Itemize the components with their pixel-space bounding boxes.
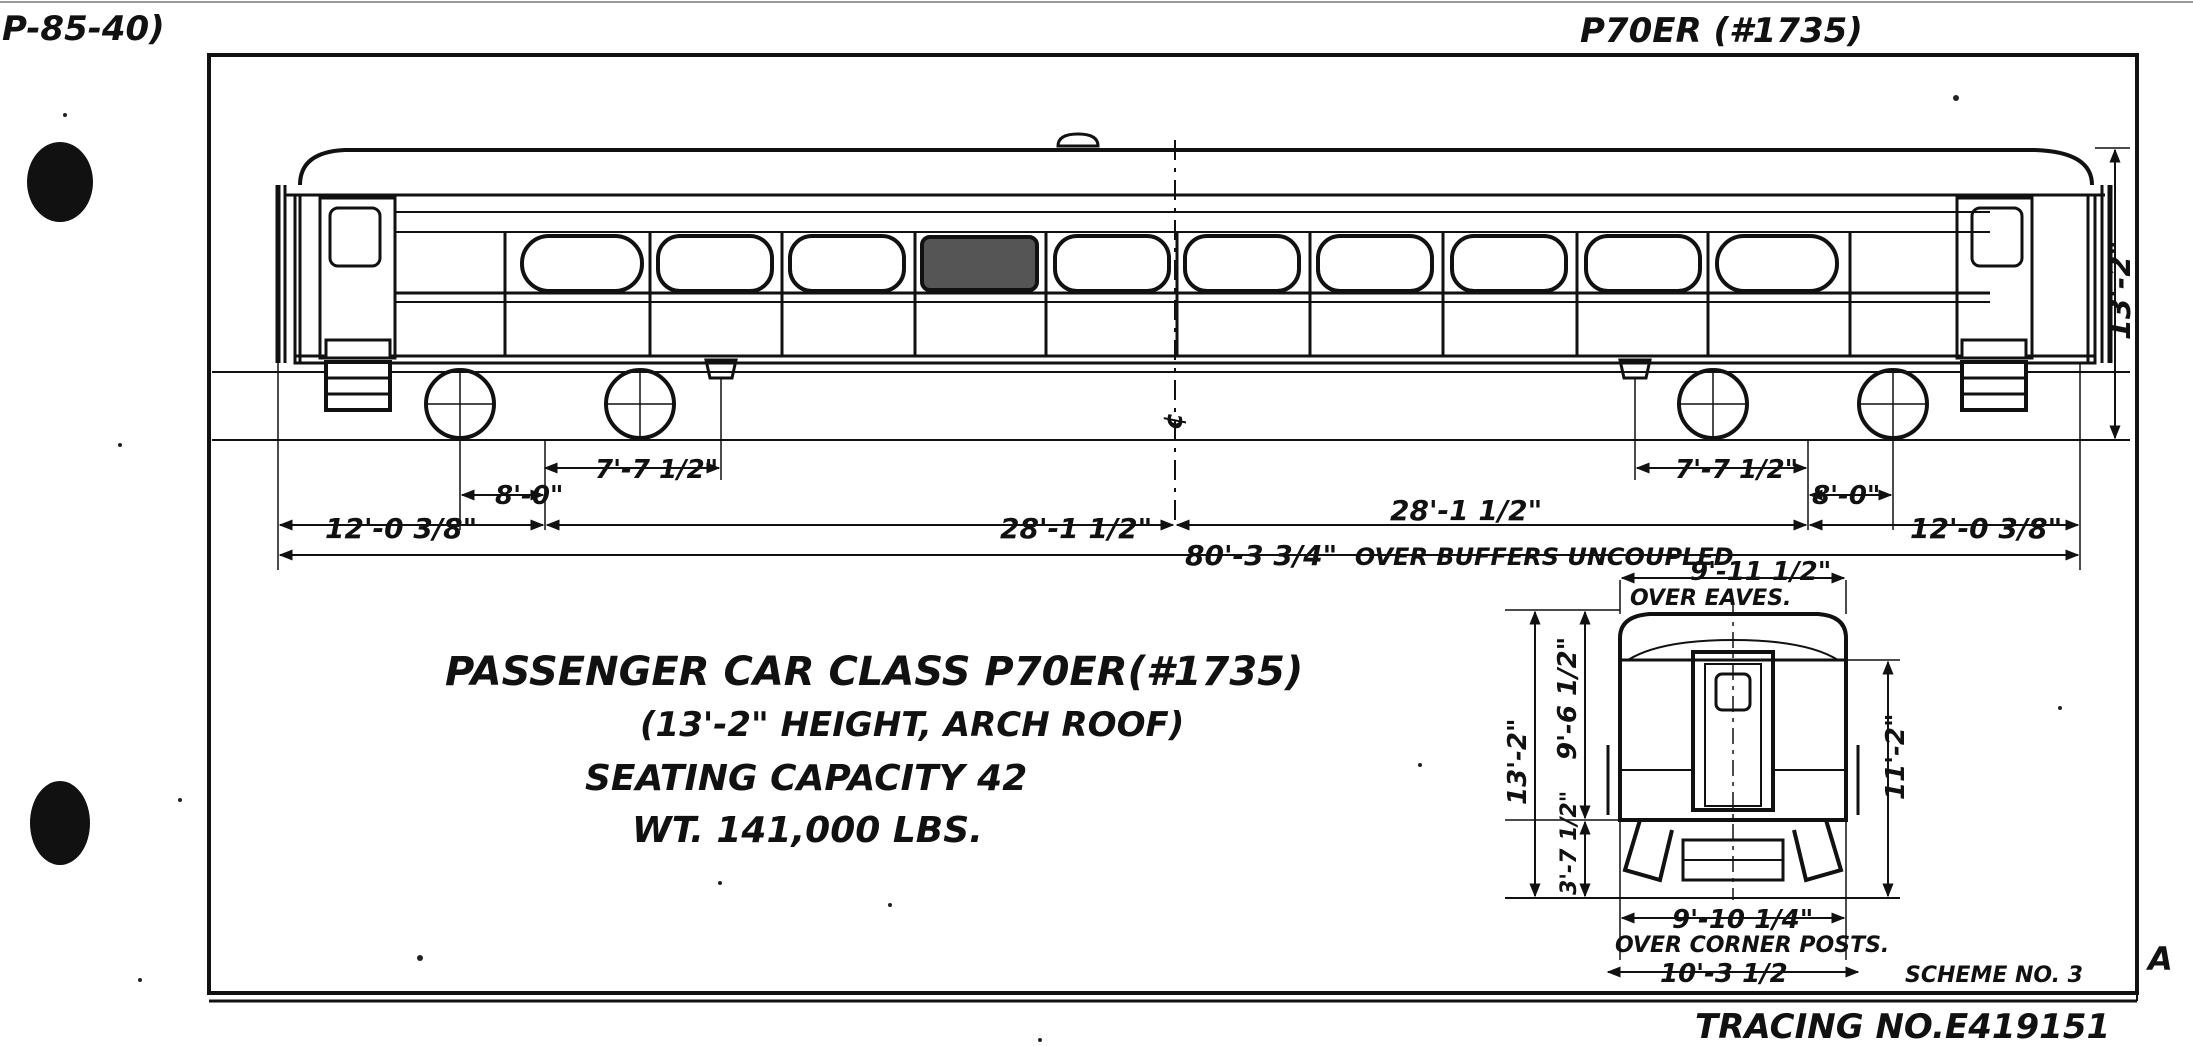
overhang-dim-right: 12'-0 3/8" [1910,512,2062,545]
wheelbase-dim-left: 8'-0" [495,481,563,511]
center-dim-right: 28'-1 1/2" [1390,494,1542,527]
corner-posts-width-dim: 9'-10 1/4" [1672,905,1813,935]
title-line-1: PASSENGER CAR CLASS P70ER(#1735) [445,649,1303,695]
bolster-left [704,358,738,380]
corner-reference: P-85-40) [2,9,165,49]
tracing-number: TRACING NO.E419151 [1695,1007,2110,1046]
binder-hole-top [27,142,93,222]
eaves-width-note: OVER EAVES. [1630,586,1791,611]
side-elevation: ¢ 13'-2" 7'-7 1/2" 7'-7 1/2" 8'-0" 8'-0" [212,132,2138,572]
end-height-total-dim: 13'-2" [1503,718,1533,805]
frosted-window [920,235,1039,292]
title-line-3: SEATING CAPACITY 42 [585,758,1027,799]
end-elevation: 9'-11 1/2" OVER EAVES. 13'-2" 9'-6 1/2" … [1503,557,1911,989]
center-dim-left: 28'-1 1/2" [1000,512,1152,545]
end-height-lower-dim: 3'-7 1/2" [1557,791,1582,895]
scan-specks [63,95,2062,1042]
title-line-4: WT. 141,000 LBS. [632,810,983,851]
vestibule-left [275,185,397,412]
roof-vent [1056,132,1100,148]
wheelbase-dim-right: 8'-0" [1812,481,1880,511]
binder-hole-bottom [30,781,90,865]
corner-posts-width-note: OVER CORNER POSTS. [1615,933,1889,958]
end-height-right-dim: 11'-2" [1881,713,1911,800]
bolster-dim-right: 7'-7 1/2" [1675,455,1798,485]
bolster-dim-left: 7'-7 1/2" [595,455,718,485]
end-door [1691,650,1775,812]
side-windows [520,234,1839,293]
title-line-2: (13'-2" HEIGHT, ARCH ROOF) [640,705,1184,745]
overall-length-note: OVER BUFFERS UNCOUPLED [1355,543,1734,571]
overall-length-dim: 80'-3 3/4" OVER BUFFERS UNCOUPLED [1185,539,1734,572]
overhang-dim-left: 12'-0 3/8" [325,512,477,545]
car-roof [298,148,2094,186]
drawing-id: P70ER (#1735) [1580,11,1863,51]
overall-length-value: 80'-3 3/4" [1185,539,1337,572]
end-height-upper-dim: 9'-6 1/2" [1553,637,1583,760]
side-height-dim: 13'-2" [2103,240,2138,340]
centerline-mark: ¢ [1159,412,1189,430]
car-title-block: PASSENGER CAR CLASS P70ER(#1735) (13'-2"… [445,649,1303,851]
bolster-right [1618,358,1652,380]
car-body [293,193,2097,365]
vestibule-right [1955,185,2113,412]
eaves-width-dim: 9'-11 1/2" [1690,557,1831,587]
end-total-width-dim: 10'-3 1/2 [1660,959,1788,989]
revision-letter: A [2145,940,2173,978]
scheme-number: SCHEME NO. 3 [1905,963,2083,988]
